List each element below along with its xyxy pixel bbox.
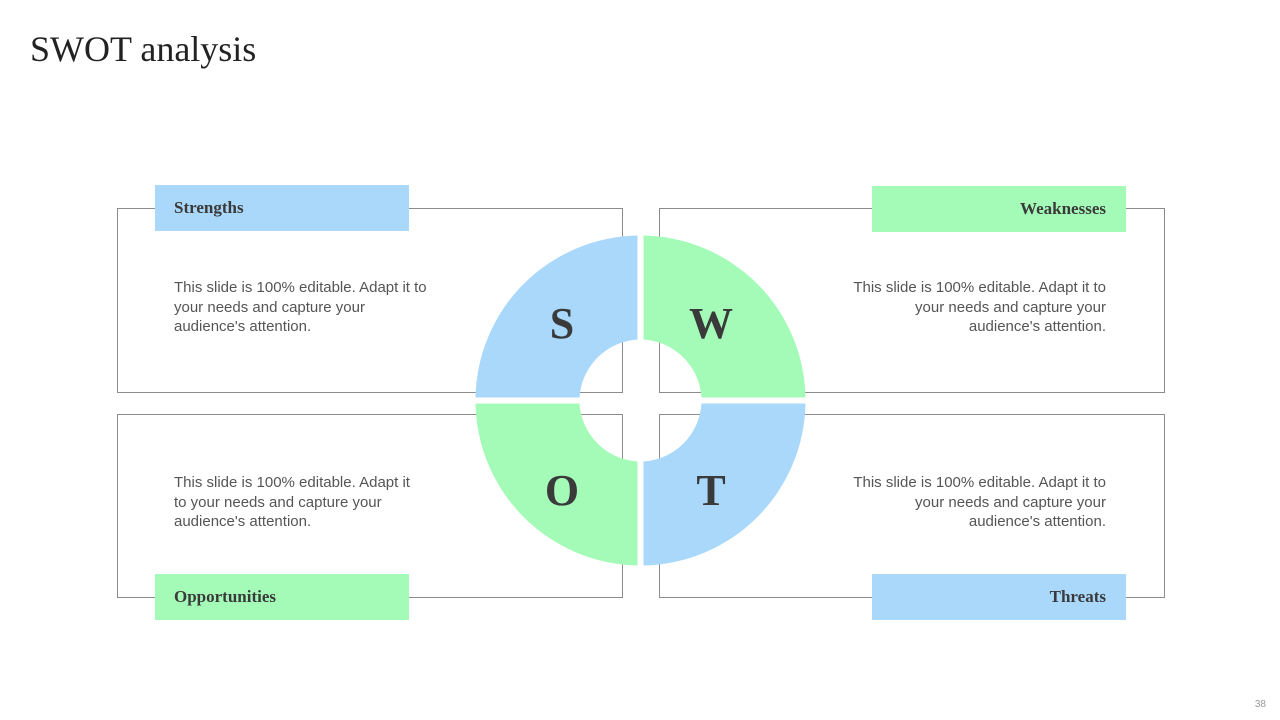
- opportunities-description: This slide is 100% editable. Adapt it to…: [174, 474, 410, 530]
- page-title: SWOT analysis: [30, 29, 257, 69]
- strengths-tag: Strengths: [155, 185, 409, 231]
- threats-label: Threats: [1049, 587, 1106, 606]
- threats-description: This slide is 100% editable. Adapt it to…: [853, 474, 1106, 530]
- strengths-label: Strengths: [174, 198, 244, 217]
- weaknesses-label: Weaknesses: [1020, 199, 1106, 218]
- strengths-description: This slide is 100% editable. Adapt it to…: [174, 279, 427, 335]
- ring-segment-w: [643, 235, 806, 398]
- threats-tag: Threats: [872, 574, 1126, 620]
- weaknesses-description: This slide is 100% editable. Adapt it to…: [853, 279, 1106, 335]
- letter-s: S: [550, 299, 574, 348]
- weaknesses-tag: Weaknesses: [872, 186, 1126, 232]
- swot-ring: S W O T: [475, 235, 806, 566]
- ring-segment-s: [475, 235, 638, 398]
- letter-o: O: [545, 466, 579, 515]
- ring-segment-t: [643, 403, 806, 566]
- opportunities-tag: Opportunities: [155, 574, 409, 620]
- letter-w: W: [689, 299, 733, 348]
- opportunities-label: Opportunities: [174, 587, 277, 606]
- ring-segment-o: [475, 403, 638, 566]
- page-number: 38: [1254, 699, 1266, 710]
- letter-t: T: [696, 466, 725, 515]
